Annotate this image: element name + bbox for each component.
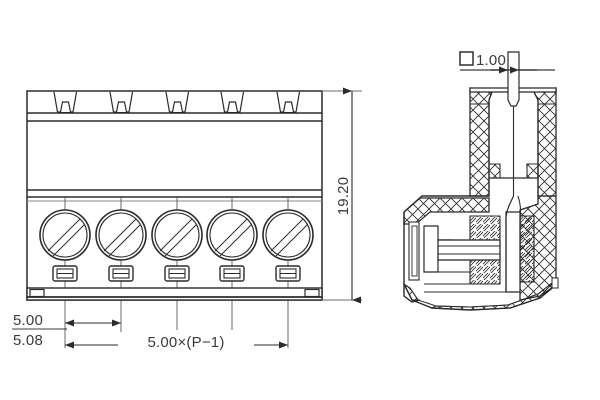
square-symbol-icon bbox=[459, 51, 474, 66]
section-conductor-bar bbox=[437, 239, 501, 261]
flange-end-cap-left bbox=[29, 288, 45, 298]
solder-tab bbox=[219, 265, 245, 282]
screw-head bbox=[95, 209, 147, 261]
screw-head-group bbox=[39, 209, 314, 261]
section-barrel-chamfer bbox=[488, 91, 539, 101]
pitch-secondary-label: 5.08 bbox=[13, 332, 43, 349]
section-central-chamber bbox=[505, 211, 521, 293]
wire-entry-notch bbox=[220, 91, 245, 113]
overall-span-label: 5.00×(P−1) bbox=[147, 334, 224, 351]
pin-size-dimension-group: 1.00 bbox=[459, 51, 555, 92]
section-housing-left-wedge bbox=[403, 197, 490, 225]
solder-tab bbox=[52, 265, 78, 282]
wire-entry-notch bbox=[165, 91, 190, 113]
wire-entry-notch bbox=[53, 91, 78, 113]
wire-entry-notch-group bbox=[53, 91, 301, 113]
solder-tab bbox=[108, 265, 134, 282]
pin-size-label: 1.00 bbox=[476, 52, 506, 69]
wire-entry-notch bbox=[276, 91, 301, 113]
section-step-block-right bbox=[526, 163, 539, 179]
cross-section-group bbox=[402, 51, 559, 311]
screw-head bbox=[206, 209, 258, 261]
screw-head bbox=[39, 209, 91, 261]
front-view-group bbox=[26, 90, 323, 348]
section-metal-block-right bbox=[519, 215, 535, 283]
section-housing-top-slope bbox=[403, 195, 489, 213]
screw-head bbox=[151, 209, 203, 261]
section-metal-block-lower bbox=[469, 259, 501, 285]
bottom-flange bbox=[26, 287, 323, 301]
section-right-nub bbox=[551, 277, 559, 289]
section-pin-shaft bbox=[507, 51, 520, 107]
solder-tab bbox=[164, 265, 190, 282]
section-pin-descent-outer bbox=[517, 195, 522, 227]
height-dimension-label: 19.20 bbox=[335, 177, 352, 216]
wire-entry-notch bbox=[109, 91, 134, 113]
section-clamp-slot-inner bbox=[411, 225, 418, 277]
section-skirt-hatch-left bbox=[402, 282, 419, 301]
screw-head bbox=[262, 209, 314, 261]
solder-tab bbox=[275, 265, 301, 282]
section-pin-descent bbox=[505, 195, 515, 292]
section-bottom-detail-lines bbox=[424, 283, 506, 293]
span-label-backdrop bbox=[118, 332, 254, 351]
pitch-primary-label: 5.00 bbox=[13, 312, 43, 329]
section-cavity-wall bbox=[488, 100, 539, 196]
flange-end-cap-right bbox=[304, 288, 320, 298]
height-dimension-group: 19.20 bbox=[322, 87, 362, 304]
solder-tab-group bbox=[52, 265, 301, 282]
section-step-block-left bbox=[488, 163, 501, 179]
section-metal-block-upper bbox=[469, 215, 501, 241]
bottom-dimension-group: 5.00 5.08 5.00×(P−1) bbox=[12, 312, 288, 351]
connector-body-outline bbox=[26, 90, 323, 301]
